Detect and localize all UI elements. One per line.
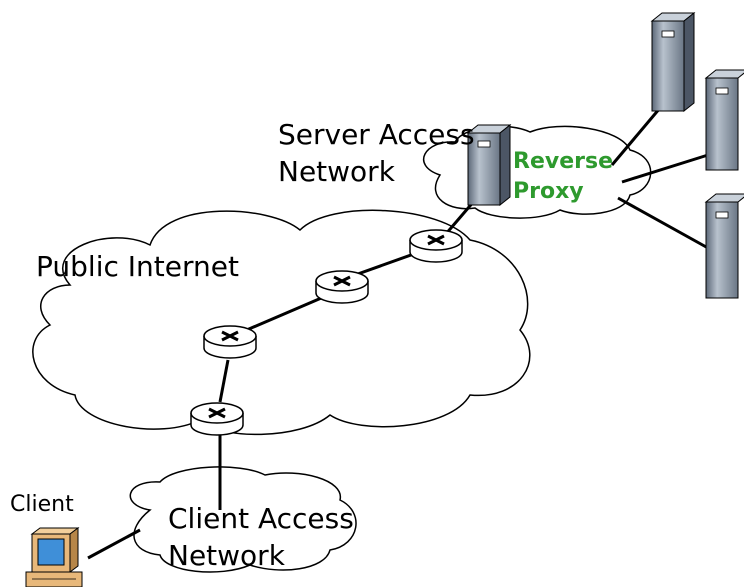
public-internet-cloud bbox=[32, 209, 531, 436]
link-client-to-router1 bbox=[87, 528, 141, 560]
link-router4-to-proxy bbox=[443, 199, 477, 236]
router-icon bbox=[190, 402, 244, 436]
reverse-proxy-label-line2: Proxy bbox=[513, 179, 584, 204]
router-icon bbox=[315, 270, 369, 304]
reverse-proxy-label-line1: Reverse bbox=[513, 149, 613, 174]
server-access-label-line1: Server Access bbox=[278, 118, 475, 151]
client-label: Client bbox=[10, 492, 74, 517]
server-icon bbox=[704, 193, 744, 299]
router-icon bbox=[409, 229, 463, 263]
server-icon bbox=[650, 11, 696, 113]
router-icon bbox=[203, 325, 257, 359]
link-router1-to-router2 bbox=[218, 359, 230, 403]
server-access-label-line2: Network bbox=[278, 155, 396, 188]
client-access-label-line2: Network bbox=[168, 539, 286, 572]
link-proxy-to-server3 bbox=[617, 196, 709, 250]
reverse-proxy-server-icon bbox=[466, 123, 512, 207]
client-access-cloud bbox=[129, 466, 357, 573]
client-access-label-line1: Client Access bbox=[168, 502, 354, 535]
link-proxy-to-server1 bbox=[610, 107, 662, 166]
public-internet-label: Public Internet bbox=[36, 250, 239, 283]
server-icon bbox=[704, 69, 744, 171]
client-computer-icon bbox=[25, 527, 83, 587]
link-proxy-to-server2 bbox=[621, 153, 709, 184]
